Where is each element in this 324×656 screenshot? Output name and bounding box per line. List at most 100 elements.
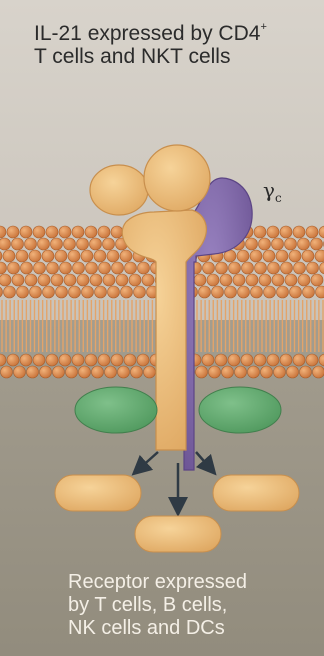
lipid-head — [196, 366, 208, 378]
lipid-head — [246, 274, 258, 286]
lipid-head — [225, 286, 237, 298]
lipid-head — [293, 354, 305, 366]
lipid-head — [263, 250, 275, 262]
lipid-head — [103, 274, 115, 286]
lipid-head — [46, 226, 58, 238]
lipid-head — [280, 354, 292, 366]
lipid-head — [290, 286, 302, 298]
lipid-head — [20, 226, 32, 238]
lipid-head — [98, 226, 110, 238]
lipid-head — [207, 274, 219, 286]
lipid-head — [293, 226, 305, 238]
lipid-head — [4, 286, 16, 298]
lipid-head — [55, 250, 67, 262]
lipid-head — [220, 274, 232, 286]
lipid-head — [303, 286, 315, 298]
lipid-head — [99, 262, 111, 274]
lipid-head — [272, 274, 284, 286]
lipid-head — [66, 366, 78, 378]
lipid-head — [228, 354, 240, 366]
lipid-head — [68, 250, 80, 262]
lipid-head — [64, 238, 76, 250]
lipid-head — [199, 286, 211, 298]
lipid-head — [311, 238, 323, 250]
lipid-head — [281, 262, 293, 274]
lipid-head — [12, 238, 24, 250]
il21-cytokine — [144, 145, 210, 211]
lipid-head — [248, 366, 260, 378]
lipid-head — [222, 366, 234, 378]
lipid-head — [134, 286, 146, 298]
lipid-head — [64, 274, 76, 286]
lipid-head — [306, 226, 318, 238]
lipid-head — [251, 286, 263, 298]
lipid-head — [95, 286, 107, 298]
lipid-head — [287, 366, 299, 378]
lipid-head — [259, 274, 271, 286]
jak-kinase-right — [199, 387, 281, 433]
lipid-head — [267, 226, 279, 238]
lipid-head — [47, 262, 59, 274]
lipid-head — [59, 354, 71, 366]
signalling-molecule-right — [213, 475, 299, 511]
lipid-head — [16, 250, 28, 262]
lipid-head — [289, 250, 301, 262]
lipid-head — [276, 250, 288, 262]
lipid-head — [90, 274, 102, 286]
lipid-head — [60, 262, 72, 274]
lipid-head — [202, 354, 214, 366]
lipid-head — [43, 286, 55, 298]
lipid-head — [238, 286, 250, 298]
lipid-head — [294, 262, 306, 274]
lipid-head — [14, 366, 26, 378]
lipid-head — [20, 354, 32, 366]
lipid-head — [237, 250, 249, 262]
lipid-head — [125, 262, 137, 274]
lipid-head — [17, 286, 29, 298]
lipid-head — [307, 262, 319, 274]
lipid-head — [215, 354, 227, 366]
lipid-head — [85, 226, 97, 238]
lipid-head — [25, 238, 37, 250]
lipid-head — [298, 238, 310, 250]
lipid-head — [142, 274, 154, 286]
lipid-head — [267, 354, 279, 366]
lipid-head — [280, 226, 292, 238]
lipid-head — [105, 366, 117, 378]
lipid-head — [72, 226, 84, 238]
lipid-head — [298, 274, 310, 286]
lipid-head — [311, 274, 323, 286]
lipid-head — [254, 354, 266, 366]
lipid-head — [241, 354, 253, 366]
ligand-caption-line2: T cells and NKT cells — [34, 45, 314, 68]
lipid-head — [38, 238, 50, 250]
lipid-head — [81, 250, 93, 262]
lipid-head — [285, 274, 297, 286]
lipid-head — [7, 226, 19, 238]
lipid-head — [194, 274, 206, 286]
lipid-head — [120, 250, 132, 262]
lipid-head — [203, 262, 215, 274]
lipid-head — [108, 286, 120, 298]
lipid-head — [209, 366, 221, 378]
lipid-head — [77, 274, 89, 286]
gamma-subscript: c — [275, 191, 282, 205]
lipid-head — [0, 274, 11, 286]
lipid-head — [131, 366, 143, 378]
lipid-head — [116, 274, 128, 286]
receptor-caption-line1: Receptor expressed — [68, 571, 318, 594]
lipid-head — [124, 354, 136, 366]
lipid-head — [56, 286, 68, 298]
lipid-head — [137, 354, 149, 366]
signalling-molecule-bottom — [135, 516, 221, 552]
lipid-head — [285, 238, 297, 250]
lipid-head — [94, 250, 106, 262]
lipid-head — [300, 366, 312, 378]
lipid-head — [261, 366, 273, 378]
lipid-head — [242, 262, 254, 274]
receptor-caption-line3: NK cells and DCs — [68, 617, 318, 640]
lipid-head — [313, 366, 324, 378]
lipid-head — [235, 366, 247, 378]
